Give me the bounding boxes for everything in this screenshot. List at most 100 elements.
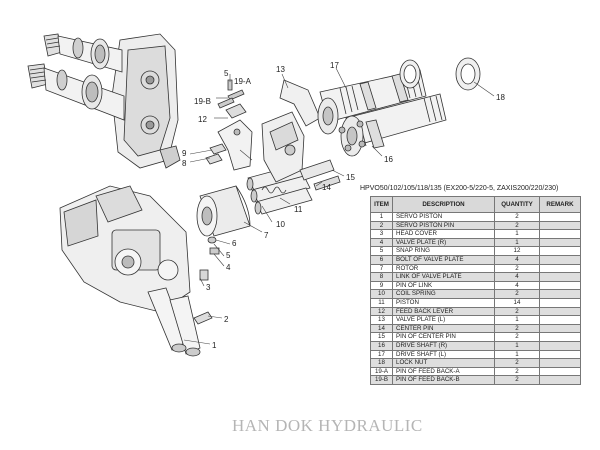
- model-title: HPVO50/102/105/118/135 (EX200-5/220-5, Z…: [360, 185, 559, 192]
- cell-description: FEED BACK LEVER: [392, 306, 495, 317]
- cell-quantity: 1: [494, 349, 540, 360]
- callout-19a: 19-A: [234, 77, 252, 86]
- cell-quantity: 12: [494, 246, 540, 256]
- cell-description: PIN OF FEED BACK-B: [392, 375, 495, 385]
- cell-remark: [539, 254, 581, 265]
- cell-quantity: 2: [494, 366, 540, 377]
- cell-remark: [539, 246, 581, 256]
- cell-item: 11: [370, 297, 393, 308]
- callout-7: 7: [264, 231, 269, 240]
- cell-quantity: 2: [494, 375, 540, 385]
- callout-11: 11: [294, 205, 303, 214]
- callout-17: 17: [330, 61, 339, 70]
- cell-item: 7: [370, 263, 393, 274]
- callout-4: 4: [226, 263, 231, 272]
- cell-remark: [539, 297, 581, 308]
- cell-quantity: 2: [494, 220, 540, 231]
- cell-remark: [539, 349, 581, 360]
- cell-description: SERVO PISTON PIN: [392, 220, 495, 231]
- cell-description: PISTON: [392, 297, 495, 308]
- parts-table-header: ITEM DESCRIPTION QUANTITY REMARK: [370, 196, 581, 213]
- feedback-lever: [205, 79, 253, 171]
- cell-item: 19-A: [370, 366, 393, 377]
- cell-quantity: 2: [494, 212, 540, 222]
- cell-description: SERVO PISTON: [392, 212, 495, 222]
- cell-item: 3: [370, 229, 393, 239]
- callout-6: 6: [232, 239, 237, 248]
- cell-quantity: 1: [494, 237, 540, 248]
- header-remark: REMARK: [539, 196, 581, 213]
- pump-casing-lower: [59, 185, 220, 357]
- cell-description: ROTOR: [392, 263, 495, 274]
- callout-15: 15: [346, 173, 355, 182]
- cell-description: CENTER PIN: [392, 323, 495, 334]
- cell-item: 10: [370, 289, 393, 299]
- callout-18: 18: [496, 93, 505, 102]
- watermark: HAN DOK HYDRAULIC: [232, 416, 423, 435]
- cell-quantity: 1: [494, 340, 540, 351]
- cell-item: 8: [370, 272, 393, 282]
- cell-quantity: 1: [494, 315, 540, 325]
- cell-description: VALVE PLATE (R): [392, 237, 495, 248]
- cell-quantity: 4: [494, 254, 540, 265]
- callout-2: 2: [224, 315, 229, 324]
- cell-item: 1: [370, 212, 393, 222]
- cell-quantity: 2: [494, 306, 540, 317]
- cell-quantity: 1: [494, 229, 540, 239]
- cell-remark: [539, 340, 581, 351]
- cell-remark: [539, 315, 581, 325]
- cell-quantity: 4: [494, 272, 540, 282]
- cell-quantity: 2: [494, 358, 540, 368]
- cell-remark: [539, 237, 581, 248]
- cell-quantity: 2: [494, 332, 540, 342]
- cell-remark: [539, 212, 581, 222]
- cell-description: DRIVE SHAFT (L): [392, 349, 495, 360]
- drive-shafts: [317, 69, 447, 157]
- cell-quantity: 2: [494, 323, 540, 334]
- lock-nuts: [399, 57, 481, 91]
- cell-remark: [539, 220, 581, 231]
- cell-remark: [539, 375, 581, 385]
- callout-12: 12: [198, 115, 207, 124]
- callout-16: 16: [384, 155, 393, 164]
- header-quantity: QUANTITY: [494, 196, 540, 213]
- cell-description: PIN OF FEED BACK-A: [392, 366, 495, 377]
- callout-10: 10: [276, 220, 285, 229]
- cell-item: 18: [370, 358, 393, 368]
- cell-description: BOLT OF VALVE PLATE: [392, 254, 495, 265]
- cell-item: 15: [370, 332, 393, 342]
- cell-remark: [539, 229, 581, 239]
- cell-description: COIL SPRING: [392, 289, 495, 299]
- cell-remark: [539, 323, 581, 334]
- cell-item: 17: [370, 349, 393, 360]
- cell-item: 19-B: [370, 375, 393, 385]
- cell-remark: [539, 366, 581, 377]
- rotor-assembly: [196, 185, 251, 237]
- header-description: DESCRIPTION: [392, 196, 495, 213]
- callout-5-lower: 5: [226, 251, 231, 260]
- callout-8: 8: [182, 159, 187, 168]
- callout-9: 9: [182, 149, 187, 158]
